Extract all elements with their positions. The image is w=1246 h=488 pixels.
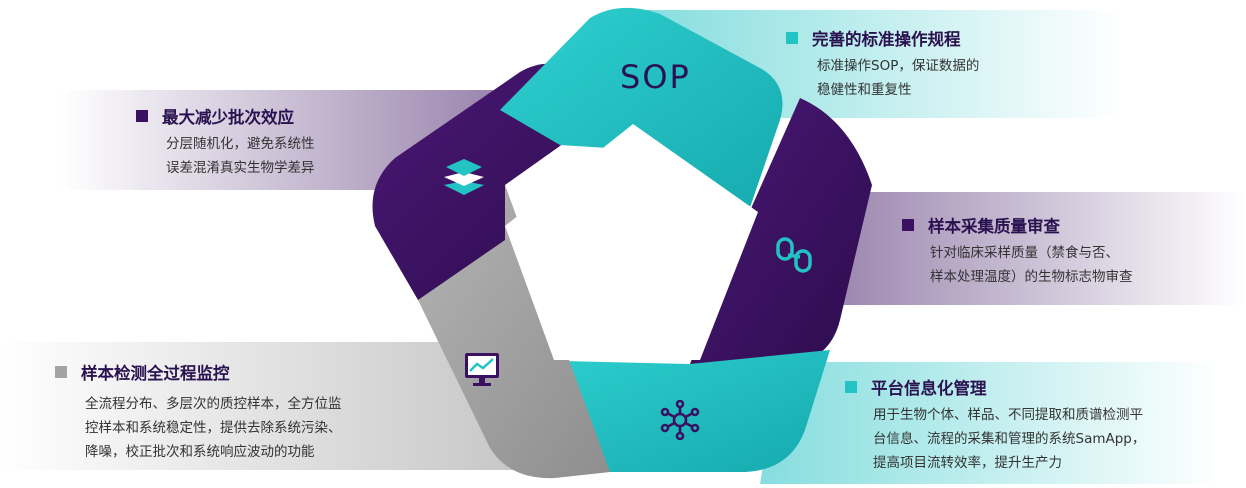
card-line: 分层随机化，避免系统性 (166, 136, 315, 152)
network-hub-icon (660, 399, 700, 441)
card-line: 台信息、流程的采集和管理的系统SamApp， (873, 431, 1146, 447)
card-line: 误差混淆真实生物学差异 (166, 160, 315, 176)
card-title: 样本检测全过程监控 (81, 364, 230, 383)
sop-text-icon: SOP (620, 58, 691, 96)
bullet-square (55, 366, 67, 378)
card-line: 全流程分布、多层次的质控样本，全方位监 (85, 396, 342, 412)
card-line: 控样本和系统稳定性，提供去除系统污染、 (85, 420, 342, 436)
card-title: 平台信息化管理 (871, 379, 987, 398)
card-line: 提高项目流转效率，提升生产力 (873, 455, 1062, 471)
card-line: 标准操作SOP，保证数据的 (817, 58, 980, 74)
bullet-square (786, 32, 798, 44)
bullet-square (845, 381, 857, 393)
card-title: 样本采集质量审查 (928, 217, 1060, 236)
card-line: 用于生物个体、样品、不同提取和质谱检测平 (873, 407, 1143, 423)
bullet-square (902, 219, 914, 231)
card-title: 最大减少批次效应 (162, 108, 294, 127)
card-line: 稳健性和重复性 (817, 82, 912, 98)
card-line: 样本处理温度）的生物标志物审查 (930, 269, 1133, 285)
link-chain-icon (775, 235, 815, 275)
monitor-chart-icon (462, 350, 502, 390)
bullet-square (136, 110, 148, 122)
card-title: 完善的标准操作规程 (812, 30, 961, 49)
card-line: 降噪，校正批次和系统响应波动的功能 (85, 444, 315, 460)
layers-icon (442, 155, 486, 199)
card-line: 针对临床采样质量（禁食与否、 (930, 245, 1119, 261)
